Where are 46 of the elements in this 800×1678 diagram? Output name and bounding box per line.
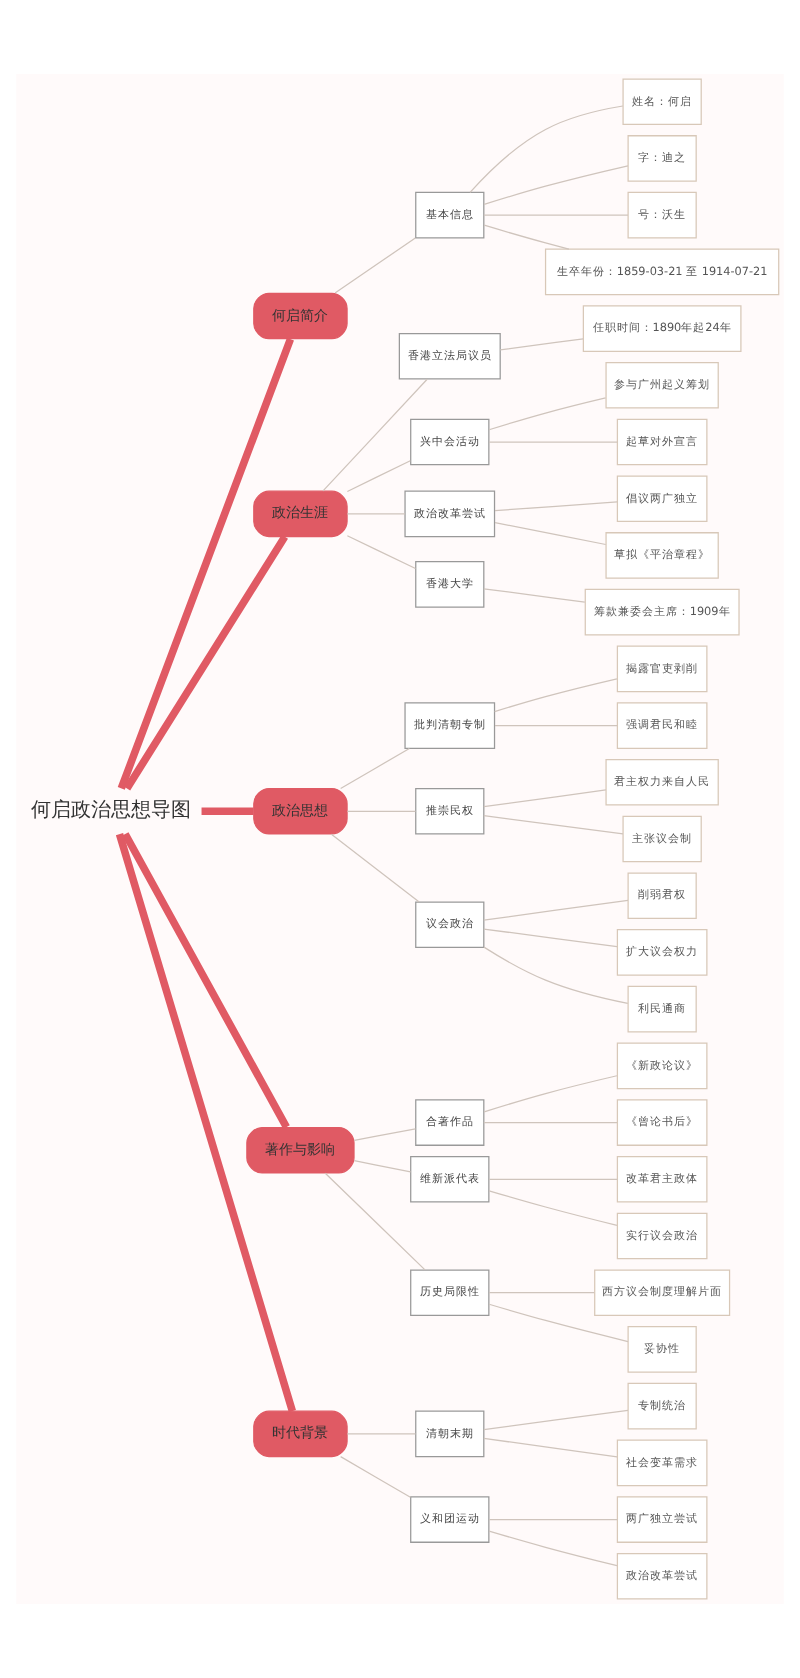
connector	[115, 833, 296, 1413]
connector	[123, 534, 288, 791]
connector	[340, 1455, 412, 1498]
connector	[494, 521, 607, 546]
connector	[469, 105, 624, 193]
connector	[346, 513, 406, 515]
connector	[483, 224, 570, 250]
connector	[488, 1190, 618, 1226]
connector	[353, 1128, 417, 1141]
connector	[488, 397, 607, 431]
connector	[499, 338, 584, 351]
connector	[483, 1409, 629, 1431]
connector	[488, 1178, 618, 1180]
connector	[201, 807, 254, 816]
connector	[483, 899, 629, 921]
connector	[117, 337, 294, 790]
connector	[494, 724, 618, 727]
connector	[483, 946, 629, 1005]
connector	[488, 441, 618, 443]
connector	[330, 833, 420, 903]
connector	[346, 810, 417, 812]
connector	[483, 1075, 618, 1113]
connector	[483, 928, 618, 948]
connector	[483, 165, 629, 206]
connector	[121, 832, 290, 1129]
connector	[483, 1437, 618, 1458]
connector	[488, 1292, 595, 1294]
connector	[346, 460, 411, 493]
connector	[494, 501, 618, 512]
connector	[483, 588, 586, 603]
connector	[483, 214, 629, 216]
connector	[488, 1303, 629, 1343]
connector	[324, 1172, 426, 1271]
connector	[483, 815, 624, 835]
connector	[483, 789, 607, 808]
connector	[488, 1518, 618, 1521]
connector	[322, 378, 428, 492]
connector	[340, 747, 410, 790]
connector	[483, 1121, 618, 1124]
connector	[488, 1530, 618, 1567]
connector	[346, 535, 417, 570]
connector	[334, 237, 416, 294]
connector	[346, 1433, 417, 1435]
connector	[494, 678, 618, 713]
node-text: 何启政治思想导图	[31, 800, 192, 823]
connector	[353, 1160, 412, 1173]
